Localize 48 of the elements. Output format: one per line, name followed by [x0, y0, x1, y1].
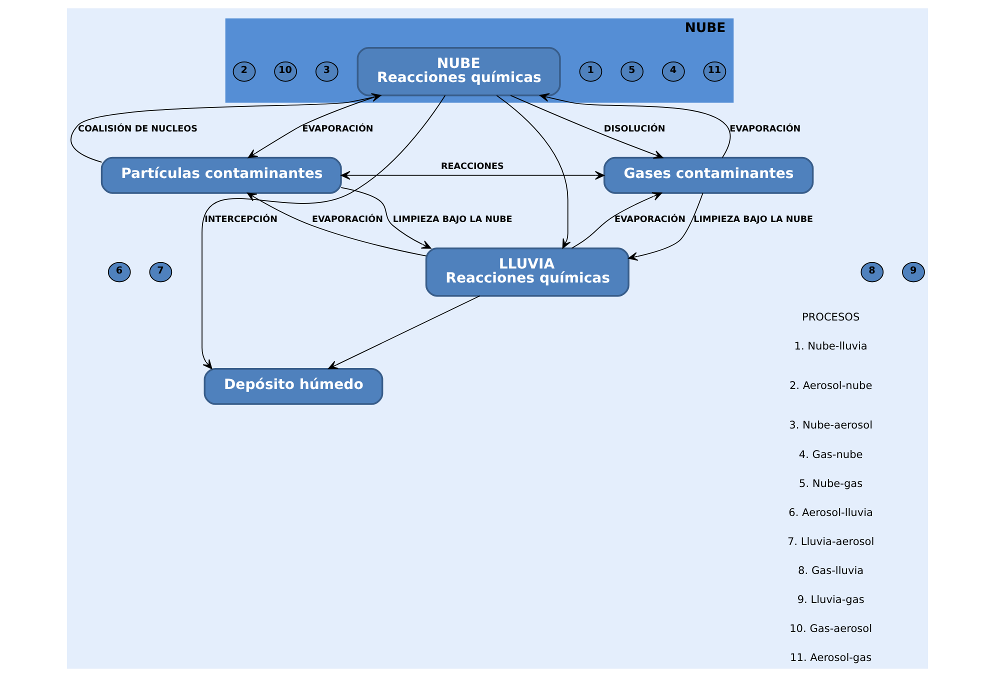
edge-label: REACCIONES: [440, 162, 504, 172]
label: 7. Lluvia-aerosol: [786, 536, 874, 548]
label: PROCESOS: [801, 312, 860, 324]
edge-label: LIMPIEZA BAJO LA NUBE: [392, 214, 512, 225]
arrow: [510, 95, 663, 159]
arrow: [570, 192, 662, 249]
node-ellipse: 2: [232, 61, 256, 82]
node-ellipse: 7: [148, 262, 172, 282]
node-box: Depósito húmedo: [203, 368, 383, 405]
node-ellipse: 11: [702, 61, 726, 82]
node-ellipse: 6: [107, 262, 130, 282]
edge-label: EVAPORACIÓN: [729, 124, 800, 134]
arrow: [539, 93, 730, 158]
label: 8. Gas-lluvia: [798, 564, 864, 577]
node-ellipse: 5: [620, 61, 643, 82]
arrow: [628, 192, 703, 261]
edge-label: COALISIÓN DE NUCLEOS: [78, 124, 197, 134]
label: 6. Aerosol-lluvia: [788, 506, 872, 519]
label: 5. Nube-gas: [798, 478, 862, 490]
label: 4. Gas-nube: [798, 448, 862, 461]
node-ellipse: 9: [902, 262, 924, 282]
node-box: NUBE Reacciones químicas: [356, 46, 560, 96]
edge-label: EVAPORACIÓN: [311, 214, 382, 225]
node-ellipse: 10: [274, 61, 296, 82]
arrow: [340, 187, 431, 249]
node-box: Partículas contaminantes: [100, 156, 342, 194]
label: 9. Lluvia-gas: [796, 594, 864, 606]
edge-label: EVAPORACIÓN: [302, 124, 373, 134]
node-ellipse: 1: [578, 61, 602, 82]
node-box: Gases contaminantes: [603, 156, 814, 194]
node-box: LLUVIA Reacciones químicas: [424, 247, 629, 297]
label: 1. Nube-lluvia: [794, 340, 867, 353]
arrow: [340, 170, 604, 180]
label: 3. Nube-aerosol: [788, 420, 872, 432]
edge-label: INTERCEPCIÓN: [204, 214, 277, 225]
node-ellipse: 8: [860, 262, 884, 282]
node-ellipse: 4: [661, 61, 684, 82]
label: 2. Aerosol-nube: [788, 380, 872, 392]
arrow: [201, 94, 446, 370]
arrow: [496, 95, 570, 249]
edge-label: DISOLUCIÓN: [603, 124, 665, 134]
arrow: [246, 192, 426, 256]
label: 10. Gas-aerosol: [789, 622, 872, 635]
node-ellipse: 3: [314, 61, 338, 82]
edge-label: EVAPORACIÓN: [614, 214, 685, 225]
label: 11. Aerosol-gas: [790, 652, 872, 664]
arrow: [328, 295, 480, 370]
edge-label: LIMPIEZA BAJO LA NUBE: [693, 214, 813, 225]
